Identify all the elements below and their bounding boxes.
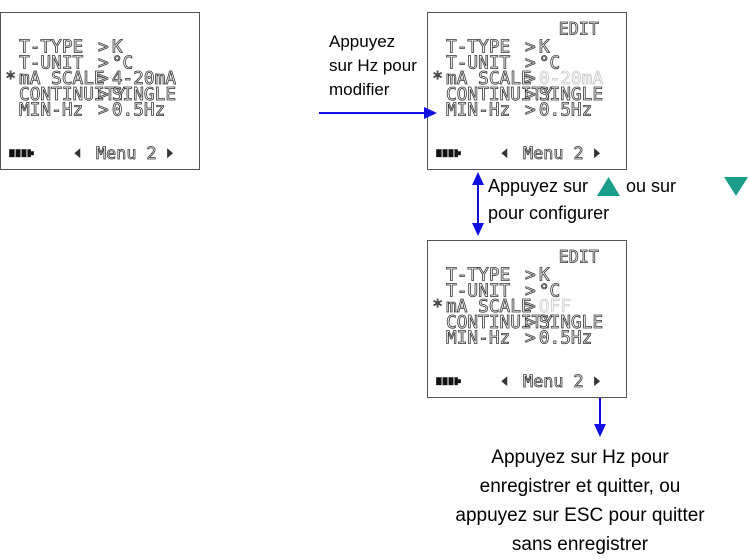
lcd-row-value: K: [539, 265, 550, 285]
lcd-row-sep: >: [525, 69, 536, 89]
menu-label: Menu 2: [96, 143, 157, 163]
arrow-up-down-icon: [472, 172, 484, 236]
lcd-screen-edit: EDIT T-TYPE > K T-UNIT > °C * mA SCALE >…: [427, 12, 627, 170]
up-triangle-icon: [597, 177, 620, 196]
lcd-display: T-TYPE > K T-UNIT > °C * mA SCALE > 4-20…: [5, 37, 177, 163]
caption-modify: Appuyez sur Hz pour modifier: [329, 30, 417, 102]
lcd-row-name: T-UNIT: [19, 53, 83, 73]
lcd-row-sep: >: [525, 37, 536, 57]
lcd-row-value: 0.5Hz: [539, 329, 592, 349]
arrow-down-icon: [594, 398, 606, 437]
lcd-row-sep: >: [525, 265, 536, 285]
lcd-row-name: T-UNIT: [446, 53, 510, 73]
lcd-row-name: MIN-Hz: [19, 101, 83, 121]
lcd-row-sep: >: [525, 281, 536, 301]
lcd-row-value: °C: [112, 53, 133, 73]
lcd-row-name: MIN-Hz: [446, 329, 510, 349]
lcd-row-value: SINGLE: [539, 85, 603, 105]
lcd-row-sep: >: [525, 313, 536, 333]
caption-line: sur Hz pour: [329, 56, 417, 75]
lcd-row-sep: >: [98, 101, 109, 121]
lcd-row-value: SINGLE: [539, 313, 603, 333]
caption-line: Appuyez sur Hz pour: [491, 447, 669, 468]
caption-configure-line2: pour configurer: [488, 203, 610, 223]
lcd-screen-menu: T-TYPE > K T-UNIT > °C * mA SCALE > 4-20…: [0, 12, 200, 170]
lcd-row-sep: >: [525, 329, 536, 349]
lcd-row-value: 0.5Hz: [539, 101, 592, 121]
caption-line: sans enregistrer: [511, 534, 649, 555]
down-triangle-icon: [724, 177, 748, 196]
lcd-row-name: T-UNIT: [446, 281, 510, 301]
left-arrow-icon: [501, 148, 508, 159]
lcd-row-name: T-TYPE: [446, 37, 510, 57]
lcd-row-marker: *: [432, 69, 443, 89]
menu-label: Menu 2: [523, 143, 584, 163]
lcd-row-value: °C: [539, 281, 560, 301]
left-arrow-icon: [501, 376, 508, 387]
lcd-row-sep: >: [525, 297, 536, 317]
arrow-right-icon: [319, 107, 437, 119]
lcd-row-name: CONTINUITY: [19, 85, 126, 105]
caption-line: appuyez sur ESC pour quitter: [455, 505, 705, 526]
lcd-screen-edit-configured: EDIT T-TYPE > K T-UNIT > °C * mA SCALE >…: [427, 240, 627, 398]
right-arrow-icon: [594, 148, 601, 159]
lcd-row-value: 0.5Hz: [112, 101, 165, 121]
lcd-row-value: K: [112, 37, 123, 57]
lcd-row-sep: >: [98, 85, 109, 105]
battery-icon: [9, 149, 34, 158]
lcd-row-value-blinking: 0-20mA: [539, 69, 603, 89]
lcd-row-name: mA SCALE: [446, 69, 532, 89]
lcd-row-value-blinking: OFF: [539, 297, 571, 317]
lcd-row-marker: *: [432, 297, 443, 317]
lcd-row-value: SINGLE: [112, 85, 176, 105]
caption-line: enregistrer et quitter, ou: [479, 476, 681, 497]
lcd-row-sep: >: [98, 69, 109, 89]
lcd-row-value: 4-20mA: [112, 69, 176, 89]
lcd-row-sep: >: [525, 53, 536, 73]
left-arrow-icon: [74, 148, 81, 159]
caption-line: Appuyez: [329, 32, 396, 51]
caption-configure-start: Appuyez sur: [488, 176, 589, 196]
lcd-display: EDIT T-TYPE > K T-UNIT > °C * mA SCALE >…: [432, 18, 604, 163]
menu-label: Menu 2: [523, 371, 584, 391]
lcd-display: EDIT T-TYPE > K T-UNIT > °C * mA SCALE >…: [432, 246, 604, 391]
right-arrow-icon: [167, 148, 174, 159]
lcd-row-sep: >: [525, 85, 536, 105]
lcd-row-marker: *: [5, 69, 16, 89]
right-arrow-icon: [594, 376, 601, 387]
lcd-row-name: T-TYPE: [446, 265, 510, 285]
lcd-edit-label: EDIT: [559, 247, 599, 267]
lcd-row-name: MIN-Hz: [446, 101, 510, 121]
lcd-row-sep: >: [98, 53, 109, 73]
caption-configure-or: ou sur: [626, 176, 677, 196]
lcd-row-value: °C: [539, 53, 560, 73]
caption-save: Appuyez sur Hz pour enregistrer et quitt…: [415, 443, 749, 559]
lcd-row-name: mA SCALE: [19, 69, 105, 89]
lcd-row-value: K: [539, 37, 550, 57]
battery-icon: [436, 149, 461, 158]
lcd-edit-label: EDIT: [559, 19, 599, 39]
lcd-row-name: CONTINUITY: [446, 313, 553, 333]
caption-line: modifier: [329, 80, 390, 99]
lcd-row-sep: >: [98, 37, 109, 57]
lcd-row-sep: >: [525, 101, 536, 121]
lcd-row-name: CONTINUITY: [446, 85, 553, 105]
battery-icon: [436, 377, 461, 386]
lcd-row-name: T-TYPE: [19, 37, 83, 57]
lcd-row-name: mA SCALE: [446, 297, 532, 317]
